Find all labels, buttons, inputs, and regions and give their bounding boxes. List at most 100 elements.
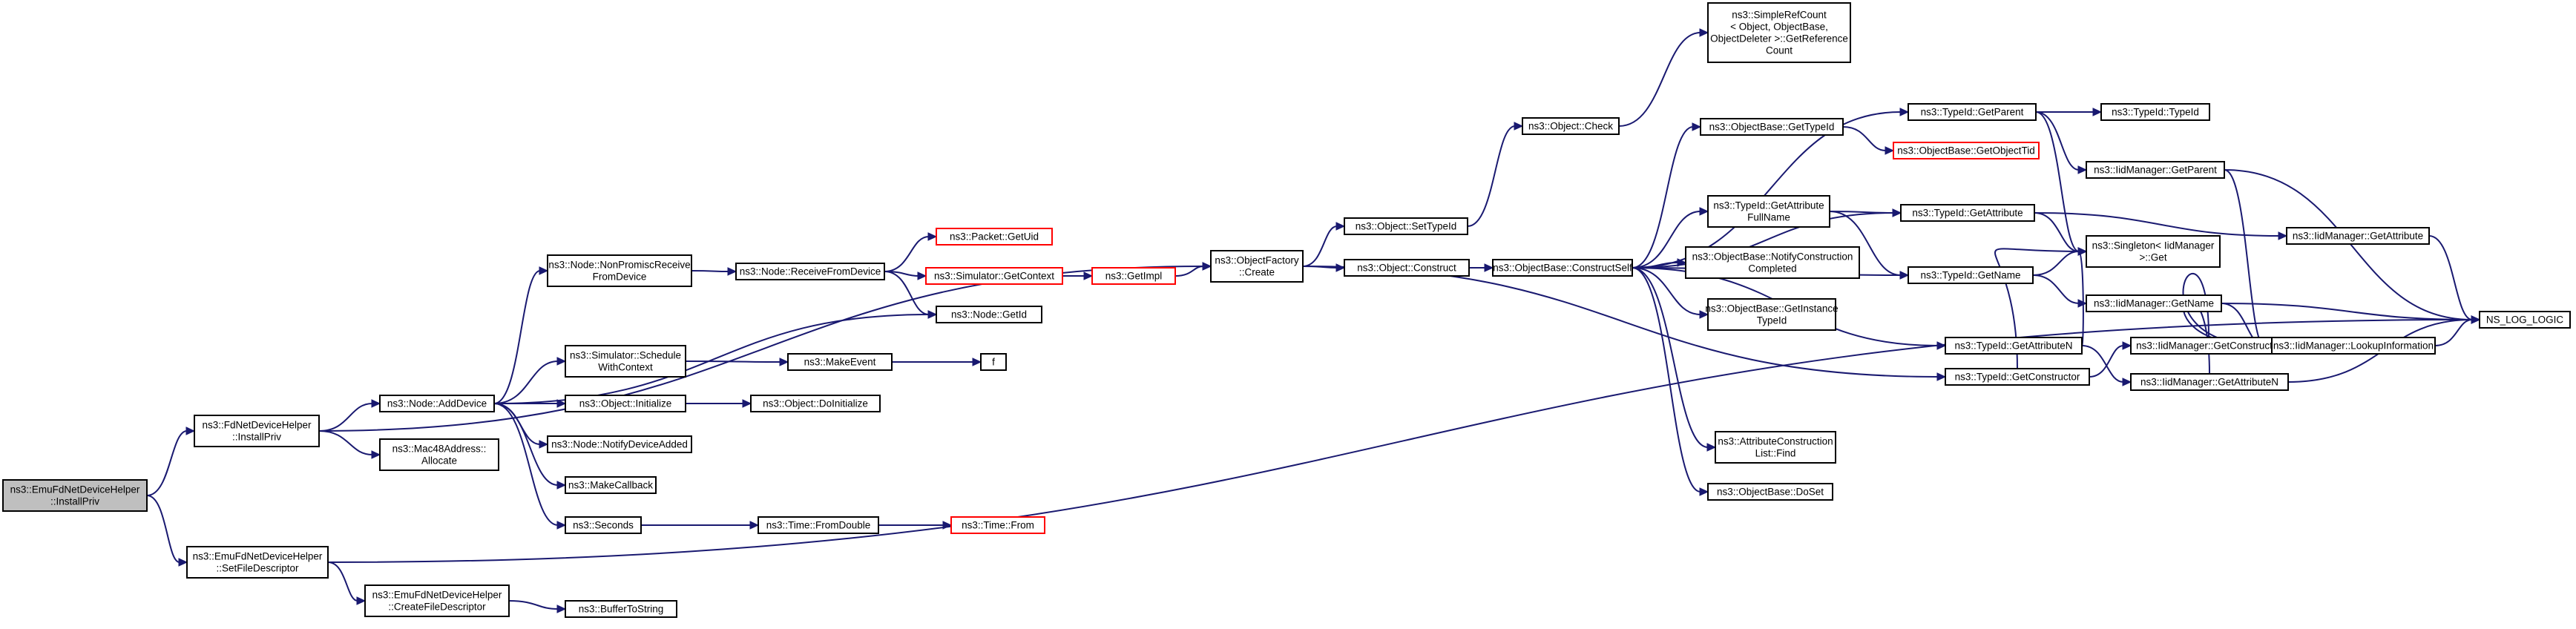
node-label: Completed: [1748, 263, 1796, 274]
node-label: ns3::EmuFdNetDeviceHelper: [10, 484, 140, 495]
arrowhead: [1892, 208, 1902, 217]
node-box: [1707, 483, 1833, 501]
node-label: FromDevice: [593, 271, 647, 283]
node-objInit[interactable]: ns3::Object::Initialize: [565, 395, 686, 412]
node-bufToStr[interactable]: ns3::BufferToString: [565, 600, 677, 618]
node-fdInstall[interactable]: ns3::FdNetDeviceHelper::InstallPriv: [194, 415, 320, 447]
edge-constructSelf-attrFind: [1632, 267, 1709, 448]
node-tidGetCtor[interactable]: ns3::TypeId::GetConstructor: [1945, 368, 2090, 386]
node-pktUid[interactable]: ns3::Packet::GetUid: [936, 228, 1053, 246]
node-tidTid[interactable]: ns3::TypeId::TypeId: [2100, 103, 2210, 121]
node-nodeId[interactable]: ns3::Node::GetId: [936, 306, 1042, 323]
node-objConstruct[interactable]: ns3::Object::Construct: [1344, 259, 1470, 277]
node-getImpl[interactable]: ns3::GetImpl: [1091, 267, 1176, 285]
node-emuSetFd[interactable]: ns3::EmuFdNetDeviceHelper::SetFileDescri…: [186, 546, 329, 579]
arrowhead: [371, 399, 381, 408]
edge-recvFrom-nodeId: [884, 271, 930, 315]
node-nsLog[interactable]: NS_LOG_LOGIC: [2479, 311, 2571, 329]
node-createFd[interactable]: ns3::EmuFdNetDeviceHelper::CreateFileDes…: [364, 584, 510, 617]
node-label: ns3::Node::GetId: [951, 309, 1027, 320]
edge-objCheck-simpleRef: [1618, 32, 1701, 127]
edge-recvFrom-pktUid: [884, 236, 930, 272]
node-label: ns3::Seconds: [573, 520, 634, 531]
edge-fdInstall-mac48: [318, 430, 373, 455]
node-label: ns3::TypeId::GetAttribute: [1912, 208, 2023, 219]
node-makeEvent[interactable]: ns3::MakeEvent: [787, 353, 893, 371]
node-label: ns3::MakeCallback: [568, 480, 653, 491]
edge-constructSelf-getInstTid: [1632, 267, 1701, 315]
node-label: ::Create: [1239, 267, 1275, 278]
node-label: ns3::ObjectBase::GetObjectTid: [1897, 145, 2035, 157]
node-label: f: [992, 357, 995, 368]
edge-emuSetFd-createFd: [327, 562, 358, 602]
node-label: ns3::TypeId::GetAttributeN: [1954, 340, 2072, 352]
arrowhead: [1514, 122, 1524, 131]
arrowhead: [1899, 271, 1910, 280]
node-constructSelf[interactable]: ns3::ObjectBase::ConstructSelf: [1492, 259, 1633, 277]
node-label: ns3::MakeEvent: [804, 357, 876, 368]
node-simpleRef[interactable]: ns3::SimpleRefCount< Object, ObjectBase,…: [1707, 2, 1851, 63]
node-label: ns3::Node::AddDevice: [387, 398, 487, 409]
node-fNode[interactable]: f: [980, 353, 1007, 371]
node-obGetTid[interactable]: ns3::ObjectBase::GetTypeId: [1700, 118, 1844, 136]
node-iidGetAttr[interactable]: ns3::IidManager::GetAttribute: [2286, 227, 2430, 245]
node-objCheck[interactable]: ns3::Object::Check: [1522, 117, 1620, 135]
node-timeFrom[interactable]: ns3::Time::From: [950, 516, 1045, 534]
node-makeCb[interactable]: ns3::MakeCallback: [565, 476, 657, 494]
node-doInit[interactable]: ns3::Object::DoInitialize: [750, 395, 881, 412]
node-seconds[interactable]: ns3::Seconds: [565, 516, 642, 534]
node-getObjTid[interactable]: ns3::ObjectBase::GetObjectTid: [1893, 142, 2040, 159]
node-label: ns3::Node::NonPromiscReceive: [548, 260, 690, 271]
node-setTid[interactable]: ns3::Object::SetTypeId: [1344, 217, 1468, 235]
node-tidGetName[interactable]: ns3::TypeId::GetName: [1908, 266, 2034, 284]
arrowhead: [1899, 108, 1910, 116]
call-nodes: ns3::EmuFdNetDeviceHelper::InstallPrivns…: [2, 2, 2571, 618]
node-tidGetParent[interactable]: ns3::TypeId::GetParent: [1908, 103, 2037, 121]
edge-constructSelf-tidGetParent: [1632, 111, 1902, 269]
node-box: [1707, 195, 1830, 228]
node-notifyAdded[interactable]: ns3::Node::NotifyDeviceAdded: [547, 435, 692, 453]
node-mac48[interactable]: ns3::Mac48Address::Allocate: [379, 438, 499, 471]
arrowhead: [539, 440, 549, 449]
node-iidGetName[interactable]: ns3::IidManager::GetName: [2086, 294, 2222, 312]
edge-setTid-objCheck: [1467, 125, 1516, 227]
edge-tidGetName-singleton: [2032, 251, 2080, 276]
node-singleton[interactable]: ns3::Singleton< IidManager>::Get: [2086, 235, 2221, 268]
node-label: ObjectDeleter >::GetReference: [1710, 33, 1848, 45]
node-objFactory[interactable]: ns3::ObjectFactory::Create: [1210, 250, 1304, 283]
arrowhead: [2077, 165, 2088, 174]
node-box: [1210, 250, 1304, 283]
node-label: ns3::TypeId::GetName: [1920, 270, 2020, 281]
node-simCtx[interactable]: ns3::Simulator::GetContext: [925, 267, 1063, 285]
node-root[interactable]: ns3::EmuFdNetDeviceHelper::InstallPriv: [2, 479, 148, 512]
node-fromDouble[interactable]: ns3::Time::FromDouble: [758, 516, 879, 534]
node-iidLookup[interactable]: ns3::IidManager::LookupInformation: [2271, 337, 2436, 355]
node-box: [1945, 337, 2083, 355]
node-addDevice[interactable]: ns3::Node::AddDevice: [379, 395, 495, 412]
edge-tidGetParent-singleton: [2035, 111, 2080, 252]
node-tidGetAttr[interactable]: ns3::TypeId::GetAttribute: [1900, 204, 2035, 222]
node-label: List::Find: [1755, 448, 1796, 459]
node-notifyCC[interactable]: ns3::ObjectBase::NotifyConstructionCompl…: [1685, 246, 1860, 279]
node-tidGetAttrN[interactable]: ns3::TypeId::GetAttributeN: [1945, 337, 2083, 355]
arrowhead: [1335, 222, 1346, 231]
node-iidGetCtor[interactable]: ns3::IidManager::GetConstructor: [2130, 337, 2287, 355]
node-recvFrom[interactable]: ns3::Node::ReceiveFromDevice: [735, 263, 885, 280]
node-iidGetParent[interactable]: ns3::IidManager::GetParent: [2086, 161, 2225, 179]
edge-addDevice-simSched: [493, 360, 559, 404]
node-label: ns3::ObjectBase::NotifyConstruction: [1692, 251, 1853, 263]
node-label: ::InstallPriv: [232, 432, 281, 443]
node-label: ns3::TypeId::TypeId: [2112, 107, 2199, 118]
node-label: ns3::Object::Check: [1528, 121, 1613, 132]
arrowhead: [1692, 122, 1702, 131]
node-box: [1700, 118, 1844, 136]
node-iidGetAttrN[interactable]: ns3::IidManager::GetAttributeN: [2130, 373, 2289, 391]
node-doSet[interactable]: ns3::ObjectBase::DoSet: [1707, 483, 1833, 501]
node-box: [1715, 431, 1836, 464]
edge-root-fdInstall: [146, 430, 188, 496]
